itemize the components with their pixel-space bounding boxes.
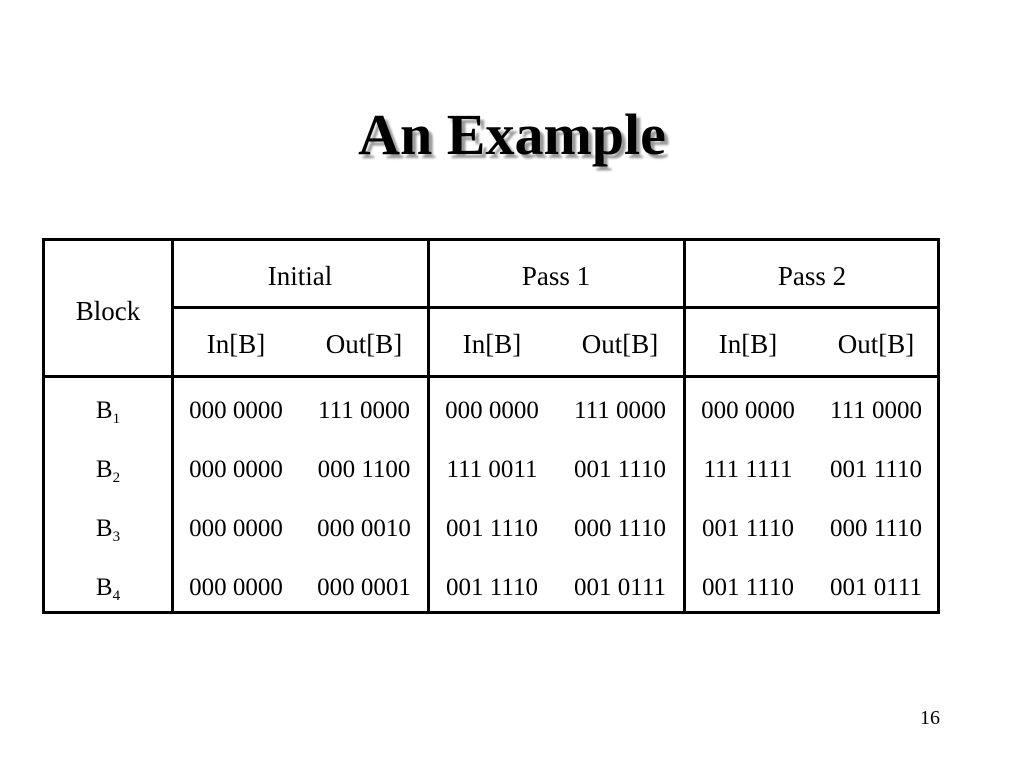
column-divider bbox=[683, 241, 686, 611]
slide-title: An Example bbox=[358, 102, 666, 167]
sub-header-in: In[B] bbox=[718, 329, 778, 359]
sub-header-out: Out[B] bbox=[837, 329, 915, 359]
table-cell: 000 0000 bbox=[189, 456, 283, 483]
table-cell: 000 0000 bbox=[189, 397, 283, 424]
row-label-b4: B4 bbox=[95, 574, 121, 604]
table-cell: 001 1110 bbox=[702, 515, 794, 542]
table-cell: 000 0000 bbox=[189, 574, 283, 601]
table-cell: 001 1110 bbox=[830, 456, 922, 483]
group-header-initial: Initial bbox=[267, 261, 333, 291]
table-cell: 000 0001 bbox=[317, 574, 411, 601]
header-body-divider bbox=[45, 375, 937, 378]
column-divider bbox=[427, 241, 430, 611]
sub-header-in: In[B] bbox=[206, 329, 266, 359]
table-cell: 000 1110 bbox=[830, 515, 922, 542]
table-cell: 111 0000 bbox=[830, 397, 922, 424]
data-table: Block Initial Pass 1 Pass 2 In[B] Out[B]… bbox=[42, 238, 940, 614]
row-label-b1: B1 bbox=[95, 397, 121, 427]
table-cell: 001 1110 bbox=[702, 574, 794, 601]
sub-header-out: Out[B] bbox=[581, 329, 659, 359]
table-cell: 001 0111 bbox=[830, 574, 922, 601]
table-cell: 000 1100 bbox=[317, 456, 411, 483]
row-label-b3: B3 bbox=[95, 515, 121, 545]
group-header-pass-2: Pass 2 bbox=[777, 261, 847, 291]
table-cell: 111 0011 bbox=[446, 456, 538, 483]
table-cell: 111 0000 bbox=[574, 397, 666, 424]
table-cell: 000 0000 bbox=[701, 397, 795, 424]
block-column-header: Block bbox=[75, 296, 141, 326]
sub-header-in: In[B] bbox=[462, 329, 522, 359]
group-header-pass-1: Pass 1 bbox=[521, 261, 591, 291]
table-cell: 001 1110 bbox=[574, 456, 666, 483]
table-cell: 111 0000 bbox=[318, 397, 410, 424]
table-cell: 001 1110 bbox=[446, 515, 538, 542]
column-divider bbox=[171, 241, 174, 611]
table-cell: 000 0010 bbox=[317, 515, 411, 542]
table-cell: 000 1110 bbox=[574, 515, 666, 542]
row-label-b2: B2 bbox=[95, 456, 121, 486]
table-cell: 001 0111 bbox=[574, 574, 666, 601]
table-cell: 000 0000 bbox=[445, 397, 539, 424]
sub-header-out: Out[B] bbox=[325, 329, 403, 359]
header-divider bbox=[171, 306, 937, 309]
table-cell: 000 0000 bbox=[189, 515, 283, 542]
page-number: 16 bbox=[920, 707, 940, 729]
table-cell: 001 1110 bbox=[446, 574, 538, 601]
table-cell: 111 1111 bbox=[703, 456, 793, 483]
